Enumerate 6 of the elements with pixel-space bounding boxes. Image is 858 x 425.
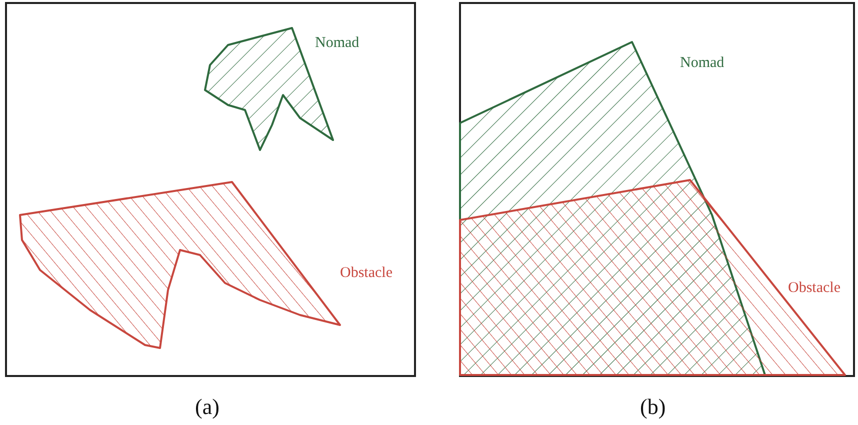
panel-caption: (b)	[640, 393, 666, 421]
panel-caption: (a)	[195, 393, 220, 421]
shape-label: Obstacle	[340, 264, 392, 283]
shape-label: Nomad	[315, 34, 360, 53]
shape-label: Nomad	[680, 54, 724, 73]
shape-label: Obstacle	[788, 279, 840, 298]
